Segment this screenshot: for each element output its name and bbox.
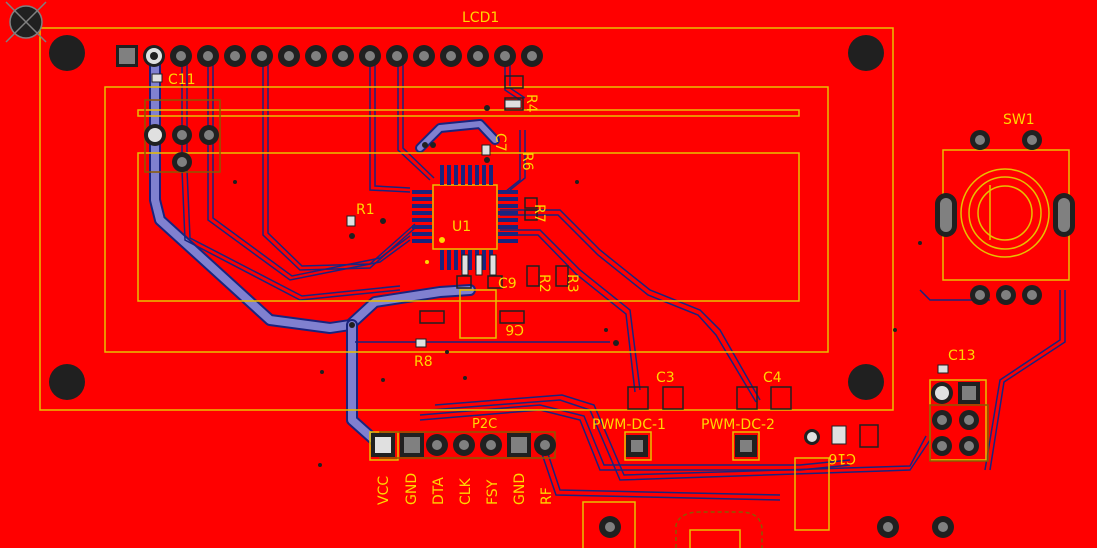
label-c4: C4 <box>763 370 782 386</box>
mounting-hole-crosshair <box>5 1 47 43</box>
label-c3: C3 <box>656 370 675 386</box>
label-r4: R4 <box>523 94 539 113</box>
label-sw1: SW1 <box>1003 112 1035 128</box>
label-pwm-dc-1: PWM-DC-1 <box>592 417 666 433</box>
lcd-outline <box>39 27 894 411</box>
bottom-header-pins <box>371 433 556 457</box>
smd-pads-filled <box>151 73 949 445</box>
pin-label-rf: RF <box>539 487 555 505</box>
label-r1: R1 <box>356 202 375 218</box>
header-pin-labels: VCC GND DTA CLK FSY GND RF <box>376 473 555 505</box>
smd-pads <box>419 75 879 448</box>
pin-label-gnd1: GND <box>404 473 420 505</box>
component-labels: LCD1 SW1 U1 R1 C11 C9 R8 C3 C4 C13 PWM-D… <box>168 10 1035 466</box>
pin-label-gnd2: GND <box>512 473 528 505</box>
label-c9: C9 <box>498 276 517 292</box>
vias <box>233 105 922 467</box>
sw1-pads <box>935 130 1075 305</box>
p2-pads <box>144 124 219 172</box>
pin-label-dta: DTA <box>431 477 447 505</box>
label-r6: R6 <box>519 152 535 171</box>
label-r7: R7 <box>531 204 547 223</box>
c13-pads <box>931 382 980 456</box>
label-r2: R2 <box>536 274 552 293</box>
lcd-inner-outline <box>104 86 829 353</box>
label-p2c: P2C <box>472 417 497 432</box>
label-u1: U1 <box>452 219 471 235</box>
thick-traces <box>149 54 500 451</box>
label-c11: C11 <box>168 72 196 88</box>
lcd-header-pins <box>116 45 543 67</box>
lcd-window-outline <box>137 152 800 302</box>
pwm-pads <box>626 435 757 457</box>
label-r3: R3 <box>564 274 580 293</box>
bottom-antenna-outline <box>675 511 763 548</box>
label-c13: C13 <box>948 348 976 364</box>
bottom-right-pads <box>599 429 954 538</box>
label-c6: C6 <box>505 321 524 337</box>
label-lcd1: LCD1 <box>462 10 499 26</box>
pin-label-vcc: VCC <box>376 476 392 505</box>
label-pwm-dc-2: PWM-DC-2 <box>701 417 775 433</box>
label-c7: C7 <box>492 133 508 152</box>
pin-label-clk: CLK <box>458 477 474 505</box>
pin-label-fsy: FSY <box>485 479 501 505</box>
silkscreen-outlines <box>39 27 1070 548</box>
label-c16: C16 <box>828 450 856 466</box>
label-r8: R8 <box>414 354 433 370</box>
